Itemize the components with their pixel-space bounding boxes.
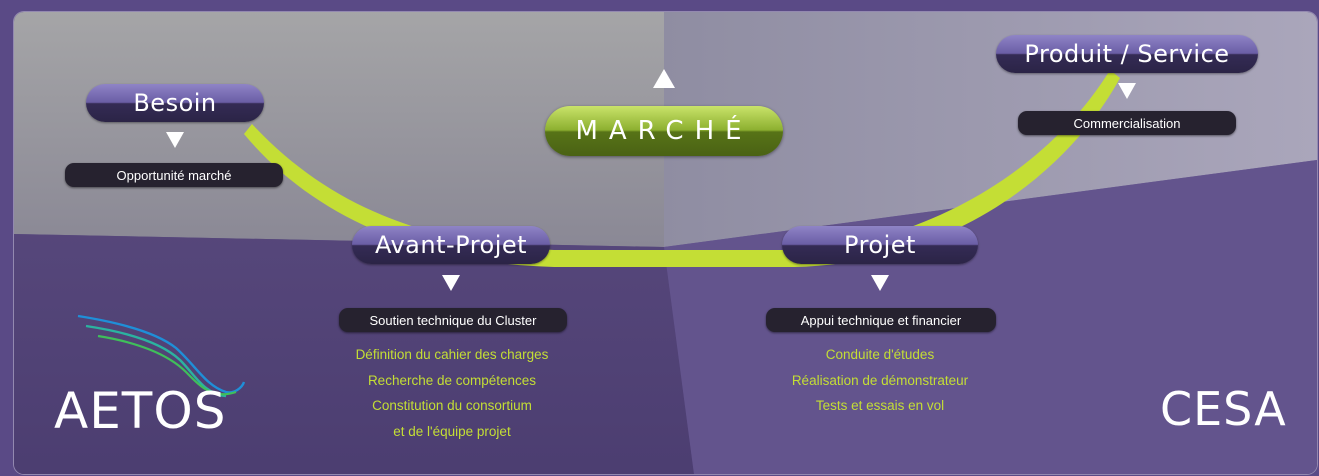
stage-produit-service: Produit / Service <box>996 35 1258 73</box>
projet-list: Conduite d'études Réalisation de démonst… <box>730 342 1030 419</box>
list-item: Définition du cahier des charges <box>355 347 549 362</box>
tag-opportunite: Opportunité marché <box>65 163 283 187</box>
list-item: Conduite d'études <box>825 347 935 362</box>
list-item: Recherche de compétences <box>367 372 537 388</box>
tag-appui: Appui technique et financier <box>766 308 996 332</box>
triangle-down-icon <box>166 132 184 148</box>
triangle-down-icon <box>442 275 460 291</box>
market-label: MARCHÉ <box>545 106 783 156</box>
tag-commercialisation: Commercialisation <box>1018 111 1236 135</box>
stage-projet: Projet <box>782 226 978 264</box>
triangle-down-icon <box>871 275 889 291</box>
list-item: Constitution du consortium <box>372 398 532 413</box>
list-item: et de l'équipe projet <box>393 423 511 439</box>
stage-avant-projet: Avant-Projet <box>352 226 550 264</box>
bird-logo-icon <box>77 314 246 398</box>
cesa-logo: CESA <box>1160 382 1287 436</box>
triangle-down-icon <box>1118 83 1136 99</box>
aetos-logo: AETOS <box>54 382 227 440</box>
list-item: Tests et essais en vol <box>815 398 945 413</box>
diagram-frame: MARCHÉ Besoin Opportunité marché Avant-P… <box>14 12 1317 474</box>
list-item: Réalisation de démonstrateur <box>791 372 969 388</box>
triangle-up-icon <box>653 69 675 88</box>
avant-projet-list: Définition du cahier des charges Recherc… <box>302 342 602 444</box>
tag-soutien: Soutien technique du Cluster <box>339 308 567 332</box>
stage-besoin: Besoin <box>86 84 264 122</box>
